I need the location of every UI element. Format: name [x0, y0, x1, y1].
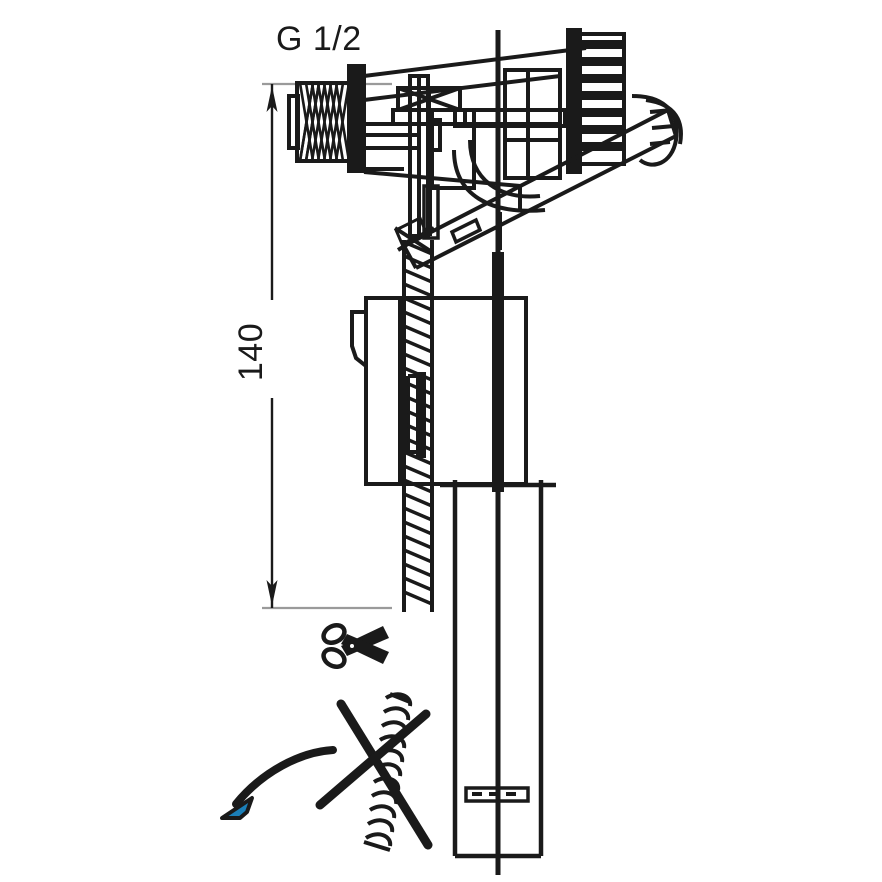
center-axis-line: [492, 30, 504, 875]
arrow-head: [220, 796, 254, 820]
inlet-flange: [347, 64, 366, 173]
dimension-arrow-bottom: [266, 580, 278, 606]
down-tube: [440, 480, 556, 859]
threaded-adjustment-rod: [402, 240, 434, 612]
valve-head-assembly: [287, 28, 683, 270]
dimension-arrow-top: [266, 86, 278, 112]
cross-out-icon: [315, 699, 433, 850]
inlet-thread-nipple: [287, 81, 351, 163]
thread-spec-label: G 1/2: [276, 20, 362, 58]
tube-slot: [464, 786, 530, 803]
float-clip: [631, 94, 683, 167]
dimension-140: [262, 82, 392, 610]
finned-cap: [566, 28, 626, 174]
scissors-icon: [321, 622, 389, 670]
height-dimension-label: 140: [232, 323, 270, 381]
curved-arrow-icon[interactable]: [220, 746, 337, 820]
